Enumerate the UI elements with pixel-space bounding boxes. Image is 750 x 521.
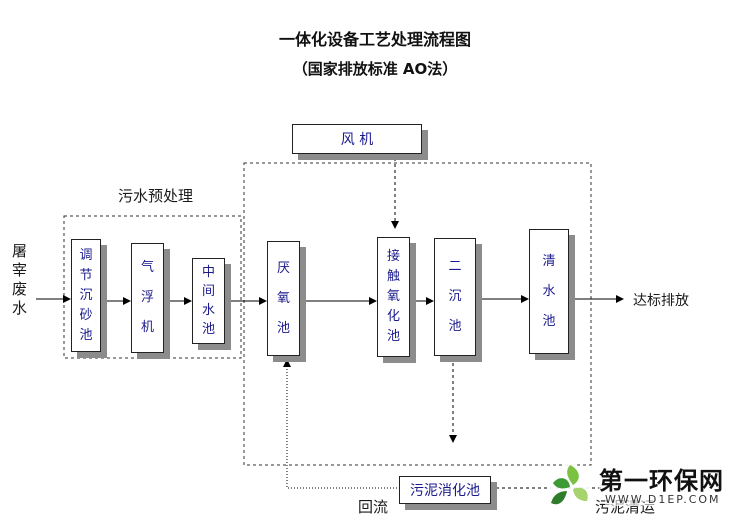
blower-label: 风 机 — [340, 132, 374, 148]
return-line — [283, 359, 400, 489]
intermediate-tank-box: 中间水池 — [192, 258, 225, 344]
return-label: 回流 — [358, 498, 389, 516]
sludge-digestion-tank-box: 污泥消化池 — [399, 476, 491, 504]
leaf-logo-icon — [548, 464, 592, 508]
output-label: 达标排放 — [633, 293, 689, 309]
blower-box: 风 机 — [292, 124, 422, 154]
watermark-url: WWW.D1EP.COM — [605, 493, 721, 506]
pretreatment-label: 污水预处理 — [118, 187, 194, 205]
air-flotation-box: 气浮机 — [131, 243, 164, 353]
air-flotation-label: 气浮机 — [140, 260, 154, 335]
anoxic-tank-box: 厌氧池 — [267, 241, 300, 356]
sludge-digestion-tank-label: 污泥消化池 — [410, 483, 480, 499]
input-label: 屠宰废水 — [12, 242, 28, 317]
watermark-logo: 第一环保网 WWW.D1EP.COM — [543, 455, 748, 517]
secondary-clarifier-label: 二沉池 — [448, 259, 462, 334]
regulating-grit-tank-box: 调节沉砂池 — [71, 239, 101, 352]
anoxic-tank-label: 厌氧池 — [276, 260, 290, 336]
watermark-brand: 第一环保网 — [599, 461, 724, 496]
diagram-subtitle: （国家排放标准 AO法） — [292, 60, 458, 78]
contact-oxidation-tank-box: 接触氧化池 — [377, 237, 410, 357]
clear-water-tank-box: 清水池 — [529, 229, 569, 354]
clear-water-tank-label: 清水池 — [542, 253, 556, 329]
secondary-clarifier-box: 二沉池 — [434, 238, 476, 356]
regulating-grit-tank-label: 调节沉砂池 — [79, 247, 93, 343]
biological-treatment-group — [243, 162, 592, 466]
contact-oxidation-tank-label: 接触氧化池 — [386, 249, 400, 344]
pretreatment-group — [63, 215, 242, 359]
intermediate-tank-label: 中间水池 — [201, 265, 215, 337]
diagram-title: 一体化设备工艺处理流程图 — [278, 30, 471, 49]
